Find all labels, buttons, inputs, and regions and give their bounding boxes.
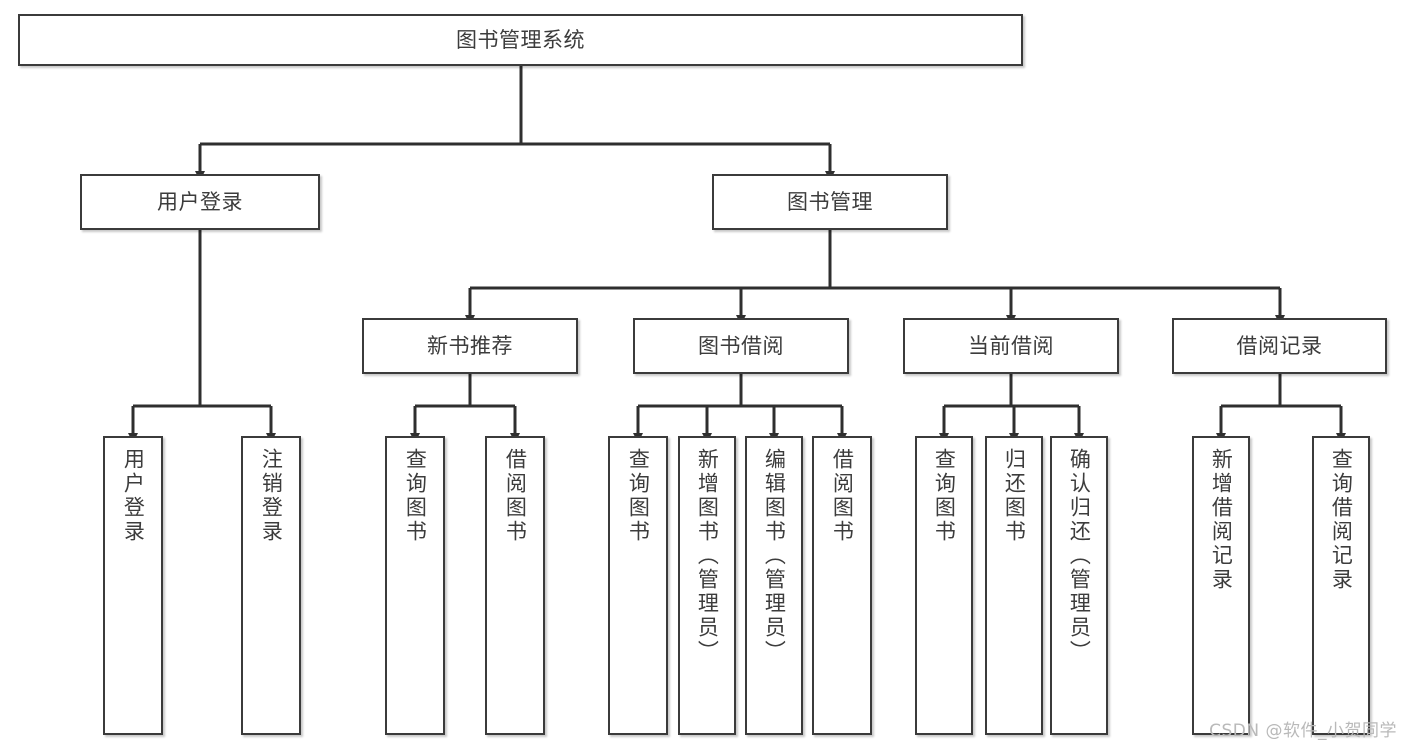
node-label: 用户登录 <box>157 189 243 214</box>
node-label: 当前借阅 <box>968 333 1054 358</box>
node-label: 借阅记录 <box>1236 333 1323 358</box>
node-leaf-add-rec[interactable]: 新增借阅记录 <box>1192 436 1250 735</box>
node-label: 确认归还（管理员） <box>1067 448 1092 664</box>
csdn-watermark: CSDN @软件_小贺同学 <box>1209 721 1397 741</box>
node-book-borrow[interactable]: 图书借阅 <box>633 318 849 374</box>
node-leaf-query-2[interactable]: 查询图书 <box>608 436 668 735</box>
node-label: 注销登录 <box>259 448 284 544</box>
node-label: 查询图书 <box>626 448 651 544</box>
node-leaf-edit-book[interactable]: 编辑图书（管理员） <box>745 436 803 735</box>
node-leaf-add-book[interactable]: 新增图书（管理员） <box>678 436 736 735</box>
node-label: 图书管理系统 <box>456 27 585 52</box>
node-label: 图书管理 <box>787 189 873 214</box>
node-label: 借阅图书 <box>830 448 855 544</box>
node-label: 归还图书 <box>1002 448 1027 544</box>
node-label: 借阅图书 <box>503 448 528 544</box>
node-label: 查询图书 <box>403 448 428 544</box>
node-label: 用户登录 <box>121 448 146 544</box>
node-label: 新增图书（管理员） <box>695 448 720 664</box>
node-label: 查询借阅记录 <box>1329 448 1354 592</box>
node-label: 新书推荐 <box>427 333 513 358</box>
node-leaf-borrow-2[interactable]: 借阅图书 <box>812 436 872 735</box>
node-borrow-record[interactable]: 借阅记录 <box>1172 318 1387 374</box>
node-new-book-rec[interactable]: 新书推荐 <box>362 318 578 374</box>
node-leaf-borrow-1[interactable]: 借阅图书 <box>485 436 545 735</box>
node-leaf-return[interactable]: 归还图书 <box>985 436 1043 735</box>
node-user-login[interactable]: 用户登录 <box>80 174 320 230</box>
node-label: 新增借阅记录 <box>1209 448 1234 592</box>
node-leaf-query-1[interactable]: 查询图书 <box>385 436 445 735</box>
node-label: 查询图书 <box>932 448 957 544</box>
node-current-borrow[interactable]: 当前借阅 <box>903 318 1119 374</box>
node-book-manage[interactable]: 图书管理 <box>712 174 948 230</box>
node-leaf-user-login[interactable]: 用户登录 <box>103 436 163 735</box>
node-leaf-logout[interactable]: 注销登录 <box>241 436 301 735</box>
node-label: 编辑图书（管理员） <box>762 448 787 664</box>
node-label: 图书借阅 <box>698 333 784 358</box>
node-leaf-query-rec[interactable]: 查询借阅记录 <box>1312 436 1370 735</box>
node-leaf-confirm[interactable]: 确认归还（管理员） <box>1050 436 1108 735</box>
node-root[interactable]: 图书管理系统 <box>18 14 1023 66</box>
node-leaf-query-3[interactable]: 查询图书 <box>915 436 973 735</box>
